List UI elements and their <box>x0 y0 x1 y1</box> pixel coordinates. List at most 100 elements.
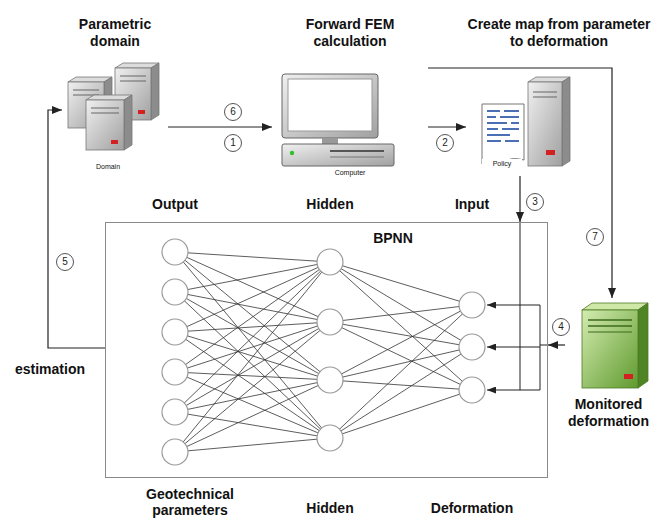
map-policy: Create map from parameter to deformation… <box>466 16 652 176</box>
flow-arrow <box>548 344 565 345</box>
server-icon-part <box>138 110 145 114</box>
policy-icon-part <box>533 92 557 93</box>
neuron <box>162 319 188 345</box>
policy-icon-part-part <box>500 116 519 118</box>
neuron <box>317 367 343 393</box>
flow-arrow <box>48 110 105 348</box>
neuron <box>317 309 343 335</box>
network-link <box>175 252 330 322</box>
policy-icon-part-part <box>502 128 519 130</box>
network-link <box>330 305 472 380</box>
callout-number: 4 <box>552 318 570 336</box>
server-icon-part <box>91 113 119 114</box>
input-arrows-part <box>540 345 548 346</box>
policy-icon-part-part <box>505 140 519 142</box>
computer-icon-part <box>282 74 378 138</box>
monitor-server-icon-part <box>588 319 632 321</box>
callout-number: 2 <box>436 134 454 152</box>
network-link <box>175 332 330 380</box>
network-link <box>175 262 330 332</box>
network-link <box>175 372 330 380</box>
network-link <box>330 347 472 438</box>
network-connections <box>175 252 472 452</box>
server-icon-part <box>91 108 119 109</box>
network-link <box>175 322 330 372</box>
neuron <box>162 359 188 385</box>
monitor-server-icon-part <box>638 303 648 388</box>
layer-label: Output <box>135 196 215 212</box>
server-icon-part <box>73 90 99 91</box>
server-icon-part <box>86 100 124 150</box>
policy-icon-part-part <box>504 110 519 112</box>
computer-icon-part <box>282 144 394 166</box>
node-heading: Monitored deformation <box>565 396 652 430</box>
network-link <box>330 305 472 322</box>
server-icon-part <box>124 95 132 150</box>
network-link <box>175 262 330 372</box>
callout-number: 6 <box>224 103 242 121</box>
icon-caption: Domain <box>88 162 128 171</box>
policy-icon-part-part <box>487 128 498 130</box>
policy-icon-part <box>562 77 570 166</box>
fem-computer: Forward FEM calculationComputer <box>272 16 428 179</box>
policy-icon-part-part <box>511 122 519 124</box>
neuron <box>317 249 343 275</box>
policy-icon-part <box>546 150 555 155</box>
neuron <box>162 239 188 265</box>
policy-icon-part-part <box>487 116 496 118</box>
flow-arrow <box>168 126 272 127</box>
computer-icon-part <box>290 151 294 155</box>
network-link <box>330 262 472 305</box>
network-link <box>175 252 330 438</box>
neuron <box>459 377 485 403</box>
estimation-label: estimation <box>4 361 96 377</box>
network-link <box>175 262 330 292</box>
network-link <box>175 372 330 438</box>
neuron <box>162 279 188 305</box>
flow-arrow <box>519 176 520 222</box>
policy-icon-part-part <box>487 134 510 136</box>
input-arrows <box>487 222 548 390</box>
network-link <box>175 292 330 322</box>
network-link <box>330 380 472 390</box>
monitor-server-icon-part <box>624 374 633 379</box>
network-link <box>330 322 472 390</box>
monitor-server-icon-part <box>582 310 638 388</box>
layer-label: Hidden <box>290 196 370 212</box>
computer-icon <box>282 74 394 166</box>
input-arrows-part <box>487 390 540 391</box>
policy-icon-part <box>528 82 562 166</box>
computer-icon-part <box>288 79 372 131</box>
monitored-deformation: Monitored deformation <box>565 298 652 448</box>
icon-caption: Computer <box>320 168 380 177</box>
callout-number: 7 <box>586 228 604 246</box>
network-link <box>175 262 330 412</box>
network-link <box>330 390 472 438</box>
monitor-server-icon-part <box>588 325 632 327</box>
server-icon-part <box>151 63 159 120</box>
network-link <box>175 262 330 452</box>
callout-number: 3 <box>526 193 544 211</box>
network-link <box>330 262 472 347</box>
node-heading: Parametric domain <box>62 16 168 50</box>
server-icon <box>86 95 132 150</box>
callout-number: 5 <box>56 253 74 271</box>
neurons <box>162 239 485 465</box>
input-arrows-part <box>487 305 540 306</box>
network-link <box>175 322 330 412</box>
network-link <box>330 262 472 390</box>
neuron <box>459 292 485 318</box>
network-link <box>330 347 472 380</box>
computer-icon-part <box>330 150 384 152</box>
bpnn-frame: BPNN <box>105 222 548 478</box>
callout-number: 1 <box>224 134 242 152</box>
parametric-domain: Parametric domainDomain <box>62 16 168 176</box>
network-link <box>330 305 472 438</box>
monitor-server-icon <box>582 303 648 388</box>
monitor-server-icon-part <box>582 303 648 310</box>
neuron <box>162 399 188 425</box>
server-icon-part <box>120 81 146 82</box>
layer-caption: Deformation <box>417 500 527 516</box>
